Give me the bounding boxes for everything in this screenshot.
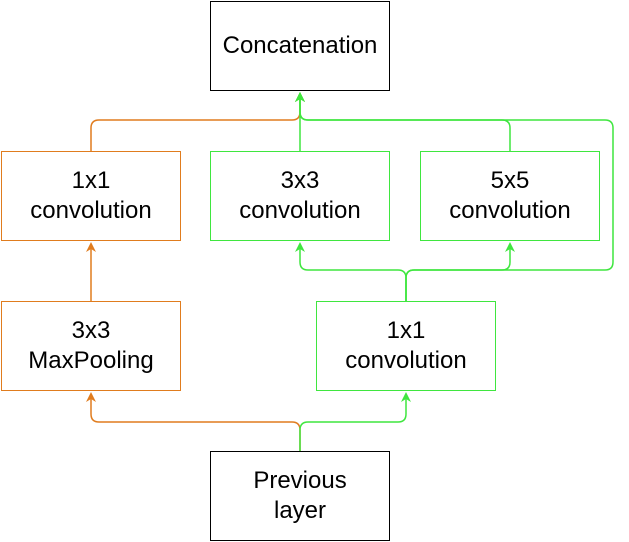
edge-conv5x5-to-concat <box>295 92 511 151</box>
edge-previous-to-maxpool <box>86 392 301 452</box>
conv5x5-label-line1: 5x5 <box>490 167 530 194</box>
conv1x1-right-node: 1x1 convolution <box>316 301 496 391</box>
maxpool-label-line2: MaxPooling <box>28 347 154 374</box>
edge-conv1x1-right-to-conv5x5 <box>405 242 515 301</box>
concatenation-node: Concatenation <box>210 1 390 91</box>
maxpool-node: 3x3 MaxPooling <box>1 301 181 391</box>
conv3x3-label-line1: 3x3 <box>280 167 320 194</box>
previous-layer-label-line2: layer <box>273 497 327 524</box>
edge-conv1x1-left-to-concat <box>90 92 305 151</box>
previous-layer-node: Previous layer <box>210 451 390 541</box>
previous-layer-label-line1: Previous <box>253 467 347 494</box>
edge-conv1x1-right-to-conv3x3 <box>295 242 407 301</box>
conv1x1-right-label-line2: convolution <box>345 347 467 374</box>
conv5x5-node: 5x5 convolution <box>420 151 600 241</box>
conv1x1-left-node: 1x1 convolution <box>1 151 181 241</box>
conv3x3-node: 3x3 convolution <box>210 151 390 241</box>
concatenation-label: Concatenation <box>222 32 378 59</box>
conv1x1-left-label-line2: convolution <box>30 197 152 224</box>
conv3x3-label-line2: convolution <box>239 197 361 224</box>
conv5x5-label-line2: convolution <box>449 197 571 224</box>
conv1x1-right-label-line1: 1x1 <box>386 317 426 344</box>
conv1x1-left-label-line1: 1x1 <box>71 167 111 194</box>
maxpool-label-line1: 3x3 <box>71 317 111 344</box>
edge-previous-to-conv1x1-right <box>299 392 411 452</box>
